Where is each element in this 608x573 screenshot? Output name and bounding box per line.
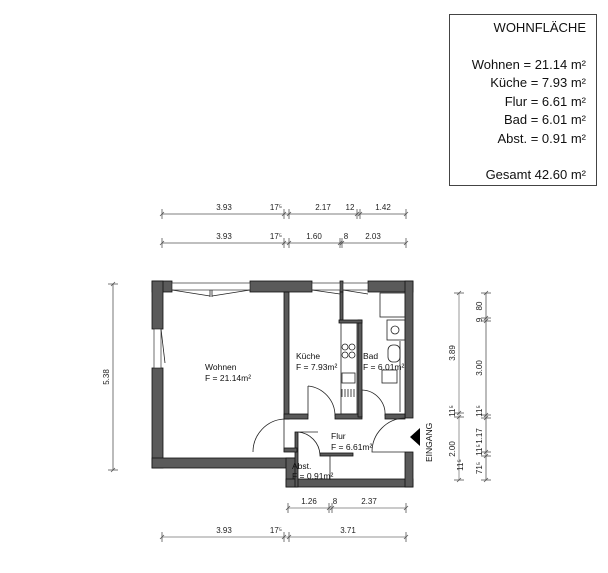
left-label: 5.38 [102, 369, 111, 385]
dimension-tick [483, 290, 489, 296]
right2-label: 11⁵ [475, 444, 484, 456]
dimension-tick [483, 477, 489, 483]
right1-label: 2.00 [448, 441, 457, 457]
dimension-tick [456, 290, 462, 296]
dimension-tick [159, 211, 165, 217]
top2-label: 8 [344, 232, 349, 241]
dimension-tick [286, 534, 292, 540]
dimension-tick [281, 240, 287, 246]
living-area-summary: WOHNFLÄCHE Wohnen = 21.14 m² Küche = 7.9… [449, 14, 597, 186]
summary-total: Gesamt 42.60 m² [485, 167, 586, 182]
summary-row-wohnen: Wohnen = 21.14 m² [471, 56, 586, 72]
dimension-tick [286, 240, 292, 246]
right1-label: 11⁵ [456, 459, 465, 471]
entrance-arrow-icon [410, 428, 420, 446]
dimension-tick [110, 281, 116, 287]
top1-label: 12 [346, 203, 355, 212]
dimension-tick [483, 453, 489, 459]
dimension-tick [286, 211, 292, 217]
summary-row-abst: Abst. = 0.91 m² [497, 130, 586, 146]
dimension-tick [403, 211, 409, 217]
summary-row-flur: Flur = 6.61 m² [504, 93, 586, 109]
top2-label: 1.60 [306, 232, 322, 241]
dimension-tick [483, 412, 489, 418]
room-abst-area: F = 0.91m² [292, 471, 334, 481]
room-kueche-name: Küche [296, 351, 320, 361]
top1-label: 2.17 [315, 203, 331, 212]
dimension-tick [456, 414, 462, 420]
bottom1-label: 8 [333, 497, 338, 506]
dimension-tick [159, 240, 165, 246]
dimension-tick [285, 505, 291, 511]
dimension-lines: 3.93 17⁵ 2.17 12 1.42 3.93 17⁵ 1.60 8 2.03 1.26 8 2.… [102, 203, 491, 542]
room-wohnen-name: Wohnen [205, 362, 237, 372]
bottom2-label: 3.93 [216, 526, 232, 535]
bathroom-fixtures [379, 292, 406, 412]
dimension-tick [456, 477, 462, 483]
right2-label: 9 [475, 317, 484, 322]
bottom1-label: 1.26 [301, 497, 317, 506]
dimension-tick [456, 410, 462, 416]
kitchen-counter [340, 322, 358, 415]
dimension-tick [329, 505, 335, 511]
dimension-tick [483, 449, 489, 455]
room-wohnen-area: F = 21.14m² [205, 373, 251, 383]
dimension-tick [281, 534, 287, 540]
dimension-tick [483, 318, 489, 324]
right2-label: 71⁵ [475, 462, 484, 474]
dimension-tick [110, 467, 116, 473]
dimension-tick [403, 240, 409, 246]
top2-label: 2.03 [365, 232, 381, 241]
right2-label: 11⁵ [475, 405, 484, 417]
dimension-tick [357, 211, 363, 217]
dimension-tick [281, 211, 287, 217]
bottom2-label: 3.71 [340, 526, 356, 535]
room-kueche-area: F = 7.93m² [296, 362, 338, 372]
room-bad-name: Bad [363, 351, 378, 361]
walls [151, 280, 414, 488]
dimension-tick [483, 315, 489, 321]
bottom2-label: 17⁵ [270, 526, 282, 535]
room-bad-area: F = 6.01m² [363, 362, 405, 372]
top1-label: 1.42 [375, 203, 391, 212]
top1-label: 3.93 [216, 203, 232, 212]
right2-label: 80 [475, 301, 484, 310]
dimension-tick [326, 505, 332, 511]
right1-label: 11⁵ [448, 405, 457, 417]
dimension-tick [339, 240, 345, 246]
windows [153, 282, 369, 369]
room-flur-name: Flur [331, 431, 346, 441]
right1-label: 3.89 [448, 345, 457, 361]
bottom1-label: 2.37 [361, 497, 377, 506]
entrance-label: EINGANG [424, 423, 434, 462]
dimension-tick [403, 534, 409, 540]
right2-label: 1.17 [475, 428, 484, 444]
dimension-tick [483, 415, 489, 421]
room-abst-name: Abst. [292, 461, 311, 471]
room-flur-area: F = 6.61m² [331, 442, 373, 452]
dimension-tick [354, 211, 360, 217]
right2-label: 3.00 [475, 360, 484, 376]
top1-label: 17⁵ [270, 203, 282, 212]
dimension-tick [159, 534, 165, 540]
top2-label: 17⁵ [270, 232, 282, 241]
summary-title: WOHNFLÄCHE [493, 20, 586, 35]
summary-row-bad: Bad = 6.01 m² [503, 112, 586, 127]
dimension-tick [403, 505, 409, 511]
top2-label: 3.93 [216, 232, 232, 241]
doors [252, 385, 406, 456]
dimension-tick [337, 240, 343, 246]
summary-row-kueche: Küche = 7.93 m² [490, 75, 586, 90]
